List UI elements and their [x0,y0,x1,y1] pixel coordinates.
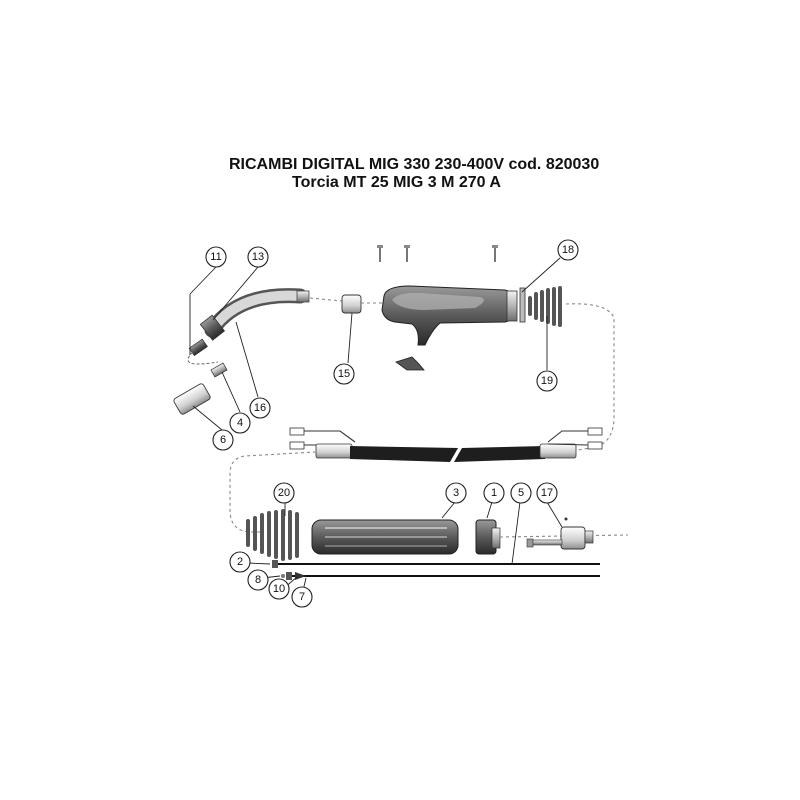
svg-text:3: 3 [453,487,459,499]
svg-text:17: 17 [541,487,553,499]
svg-text:13: 13 [252,251,264,263]
callout-6: 6 [212,429,234,451]
wire-liners [272,560,600,580]
main-cable [289,427,603,462]
callout-1: 1 [483,482,505,504]
callout-2: 2 [229,551,251,573]
svg-text:16: 16 [254,402,266,414]
diagram-title: RICAMBI DIGITAL MIG 330 230-400V cod. 82… [229,156,600,173]
callout-20: 20 [273,482,295,504]
svg-text:1: 1 [491,487,497,499]
insulator [341,294,362,314]
svg-text:6: 6 [220,434,226,446]
callout-19: 19 [536,370,558,392]
callout-17: 17 [536,482,558,504]
callout-18: 18 [557,239,579,261]
svg-text:7: 7 [299,591,305,603]
torch-handle [381,285,518,346]
svg-text:18: 18 [562,244,574,256]
callout-7: 7 [291,586,313,608]
svg-text:8: 8 [255,574,261,586]
svg-text:2: 2 [237,556,243,568]
callout-8: 8 [247,569,269,591]
callout-15: 15 [333,363,355,385]
gooseneck [199,288,310,341]
callout-16: 16 [249,397,271,419]
euro-connector [526,517,594,550]
svg-text:19: 19 [541,375,553,387]
screws [377,245,498,262]
connector-nut [475,519,501,555]
svg-text:10: 10 [273,583,285,595]
diagram-subtitle: Torcia MT 25 MIG 3 M 270 A [292,174,501,191]
callout-4: 4 [229,412,251,434]
callout-5: 5 [510,482,532,504]
svg-text:5: 5 [518,487,524,499]
ring [519,287,526,323]
callout-11: 11 [205,246,227,268]
nozzle-parts [173,338,228,415]
callout-13: 13 [247,246,269,268]
svg-text:15: 15 [338,368,350,380]
svg-text:11: 11 [210,251,221,263]
callout-3: 3 [445,482,467,504]
trigger [395,356,425,371]
svg-text:4: 4 [237,417,243,429]
spring-rear [246,509,299,561]
rear-handle [311,519,459,555]
svg-text:20: 20 [278,487,290,499]
spring [528,286,562,327]
callout-10: 10 [268,578,290,600]
